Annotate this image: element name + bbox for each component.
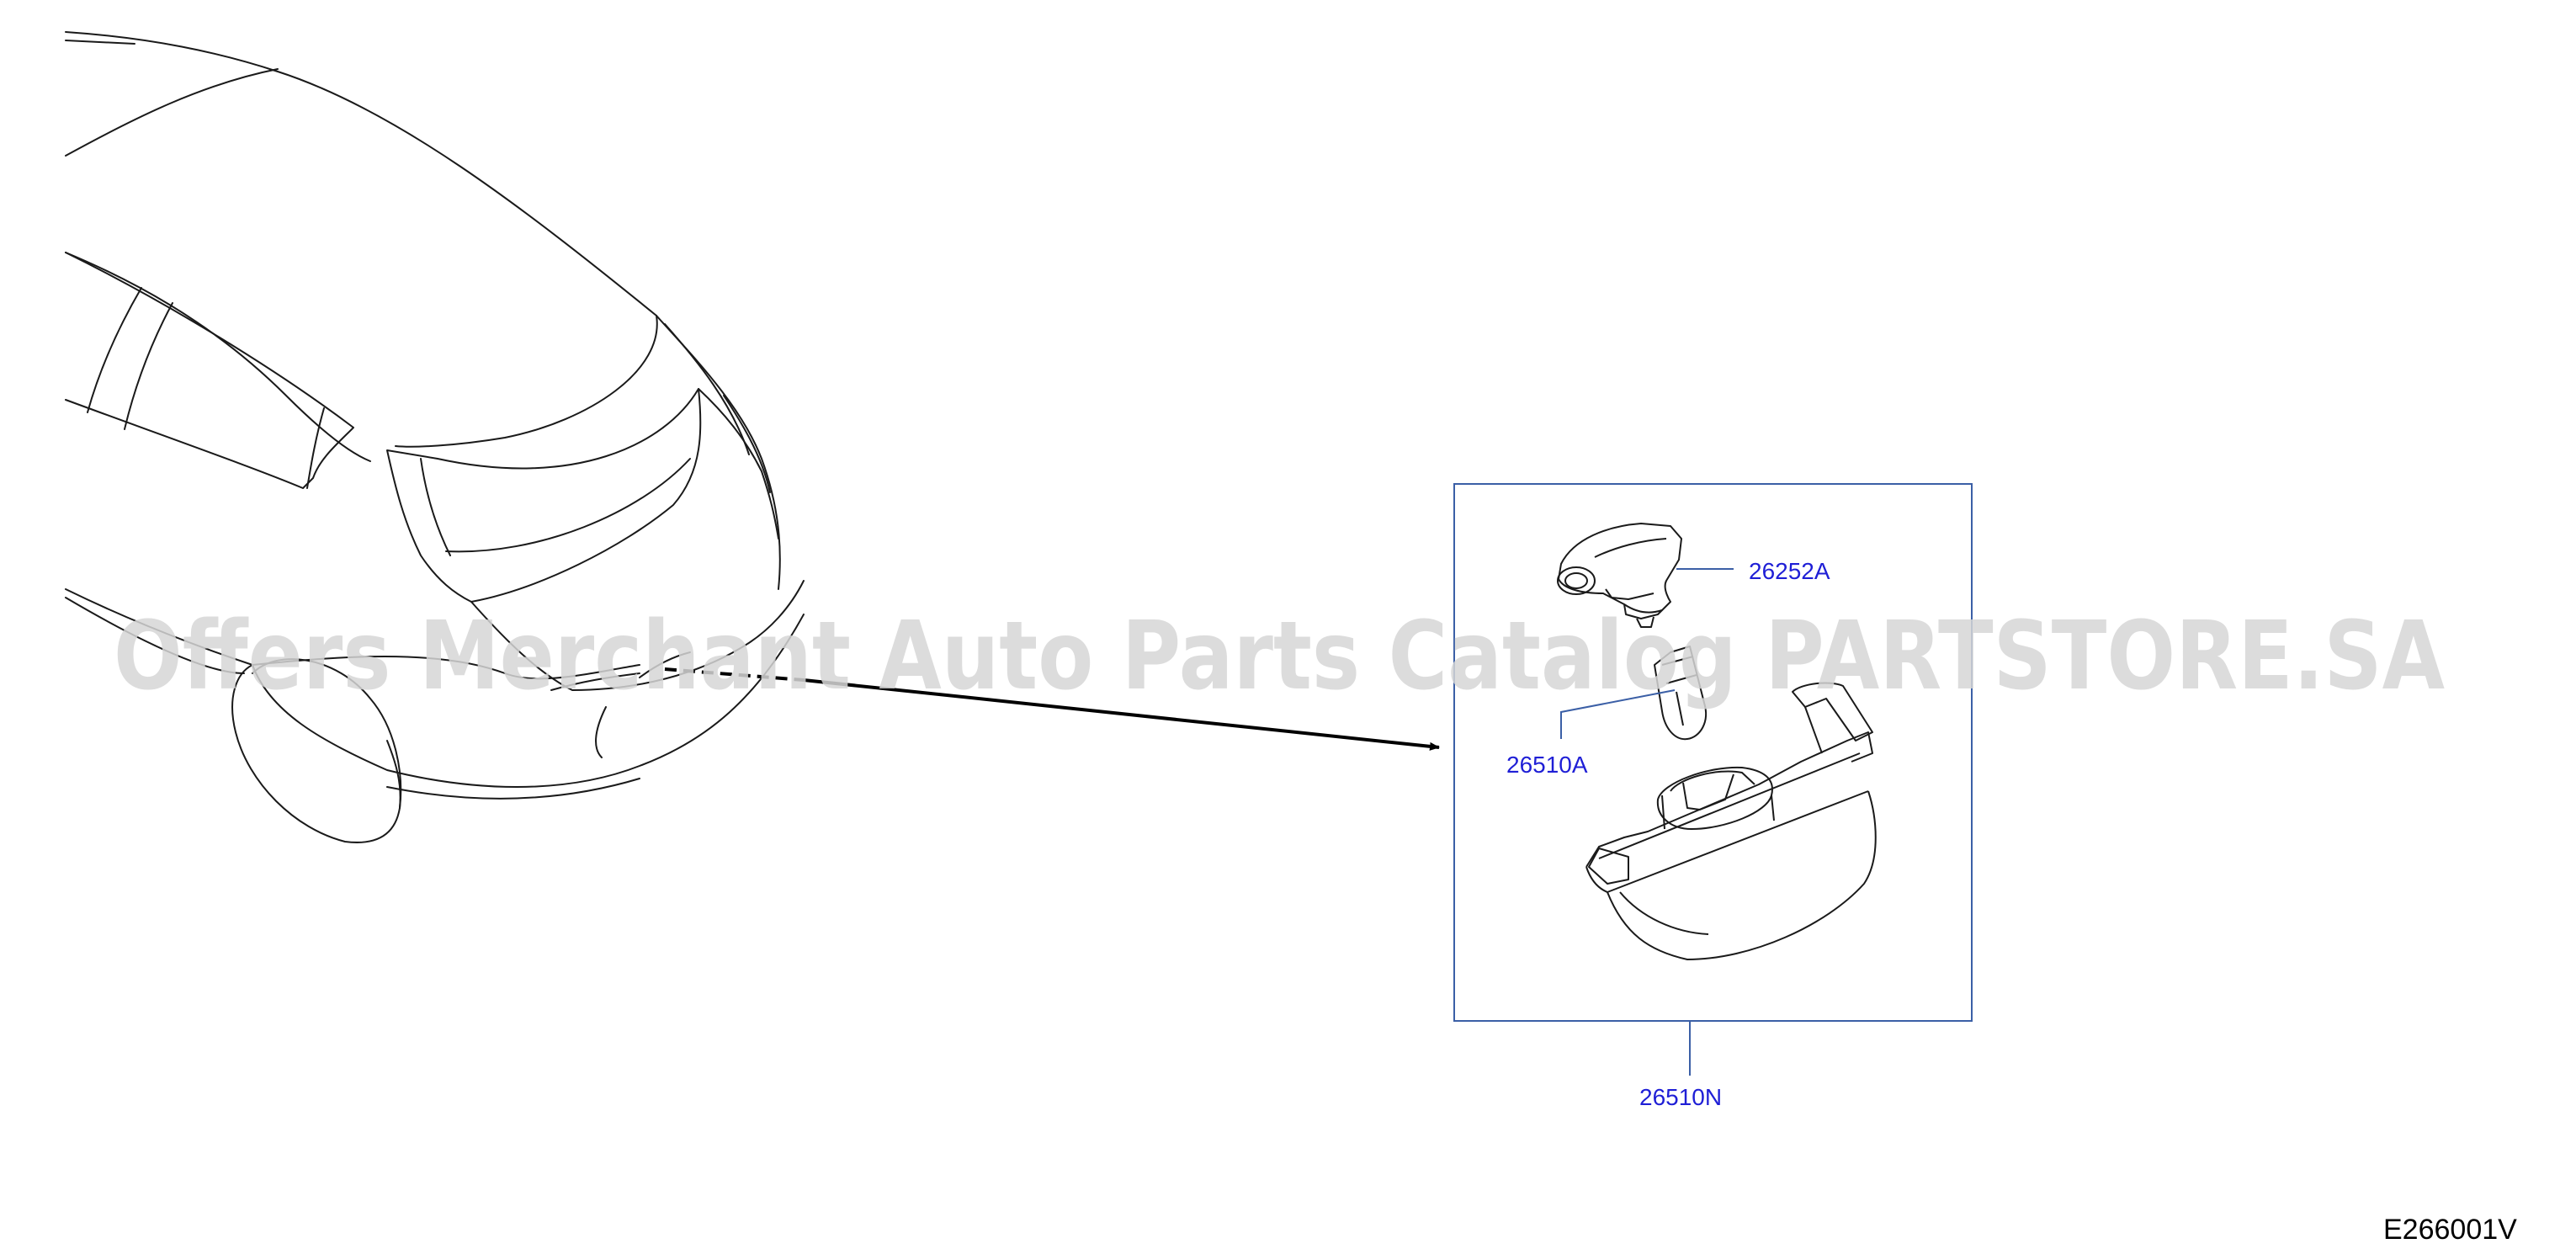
detail-arrow: [803, 678, 1440, 751]
watermark-text: Offers Merchant Auto Parts Catalog PARTS…: [114, 602, 2445, 711]
lamp-housing-drawing: [1585, 682, 1877, 960]
car-rear-illustration: [65, 31, 805, 843]
part-label-26510N[interactable]: 26510N: [1639, 1084, 1722, 1110]
callout-26510A: [1560, 689, 1676, 739]
diagram-reference-code: E266001V: [2383, 1214, 2517, 1246]
part-label-26510A[interactable]: 26510A: [1506, 752, 1588, 778]
bulb-socket-drawing: [1557, 523, 1682, 628]
dashed-leader: [664, 667, 805, 682]
part-label-26252A[interactable]: 26252A: [1749, 558, 1830, 584]
detail-frame: [1453, 483, 1973, 1022]
bulb-drawing: [1654, 646, 1707, 741]
